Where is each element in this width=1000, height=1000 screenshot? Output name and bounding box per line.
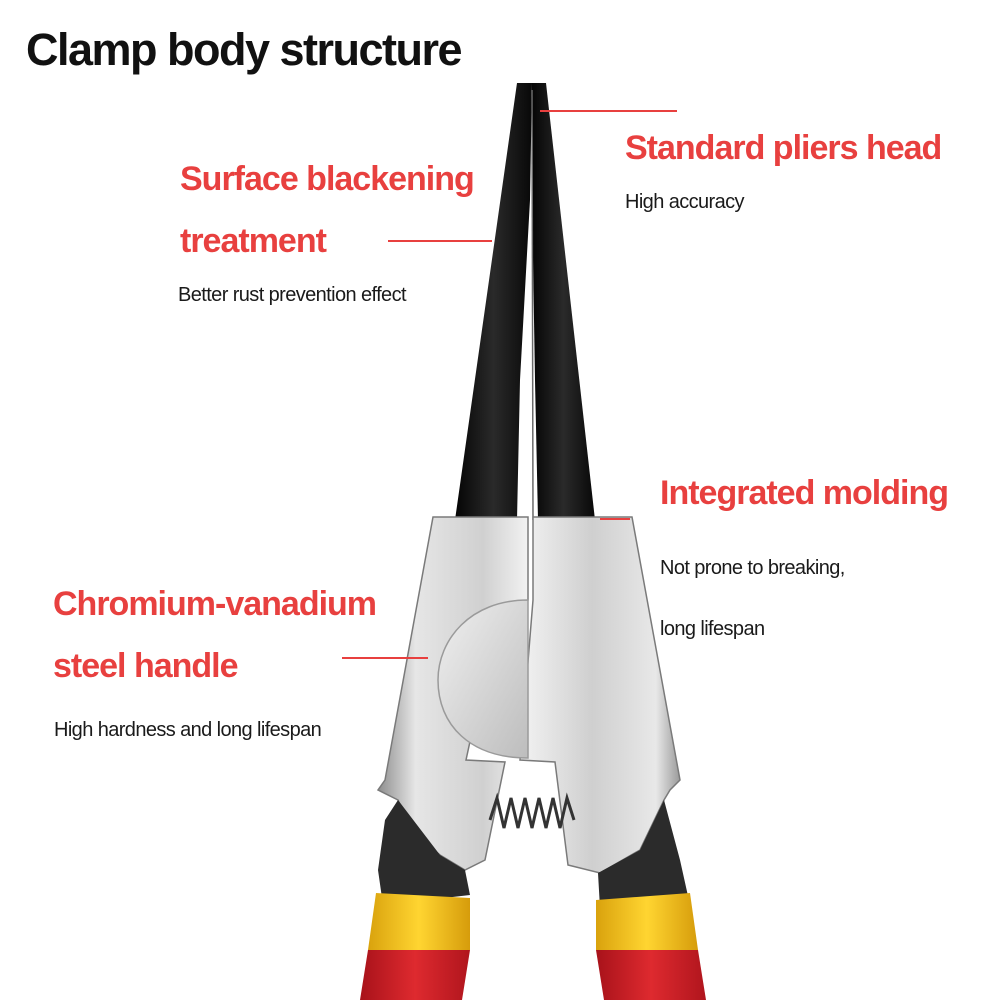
callout-steel-label: Chromium-vanadium steel handle bbox=[53, 573, 377, 697]
callout-head-description: High accuracy bbox=[625, 191, 745, 213]
right-yellow-band bbox=[596, 893, 698, 950]
left-jaw-tip bbox=[455, 83, 532, 520]
callout-molding-leader bbox=[600, 518, 630, 520]
left-handle-neck bbox=[378, 800, 470, 905]
callout-molding-description-line-1: Not prone to breaking, bbox=[660, 557, 845, 579]
callout-head-leader bbox=[540, 110, 677, 112]
right-handle-neck bbox=[598, 800, 690, 908]
callout-head-label: Standard pliers head bbox=[625, 129, 942, 167]
callout-steel-label-line-1: Chromium-vanadium bbox=[53, 585, 377, 623]
page-title: Clamp body structure bbox=[26, 24, 463, 75]
left-red-grip bbox=[360, 950, 470, 1000]
right-jaw-tip bbox=[532, 83, 595, 520]
callout-molding-description-line-2: long lifespan bbox=[660, 618, 765, 640]
callout-steel-leader bbox=[342, 657, 428, 659]
pivot-joint bbox=[437, 599, 529, 759]
callout-surface-leader bbox=[388, 240, 492, 242]
right-red-grip bbox=[596, 950, 706, 1000]
callout-surface-description: Better rust prevention effect bbox=[178, 284, 407, 306]
spring bbox=[488, 792, 576, 829]
callout-surface-label-line-2: treatment bbox=[180, 222, 327, 260]
callout-steel-description: High hardness and long lifespan bbox=[54, 719, 322, 741]
callout-steel-label-line-2: steel handle bbox=[53, 647, 239, 685]
callout-molding-label: Integrated molding bbox=[660, 474, 949, 512]
left-yellow-band bbox=[368, 893, 470, 950]
callout-surface-label-line-1: Surface blackening bbox=[180, 160, 475, 198]
jaw-gap bbox=[531, 89, 534, 521]
callout-surface-label: Surface blackening treatment bbox=[180, 148, 475, 272]
